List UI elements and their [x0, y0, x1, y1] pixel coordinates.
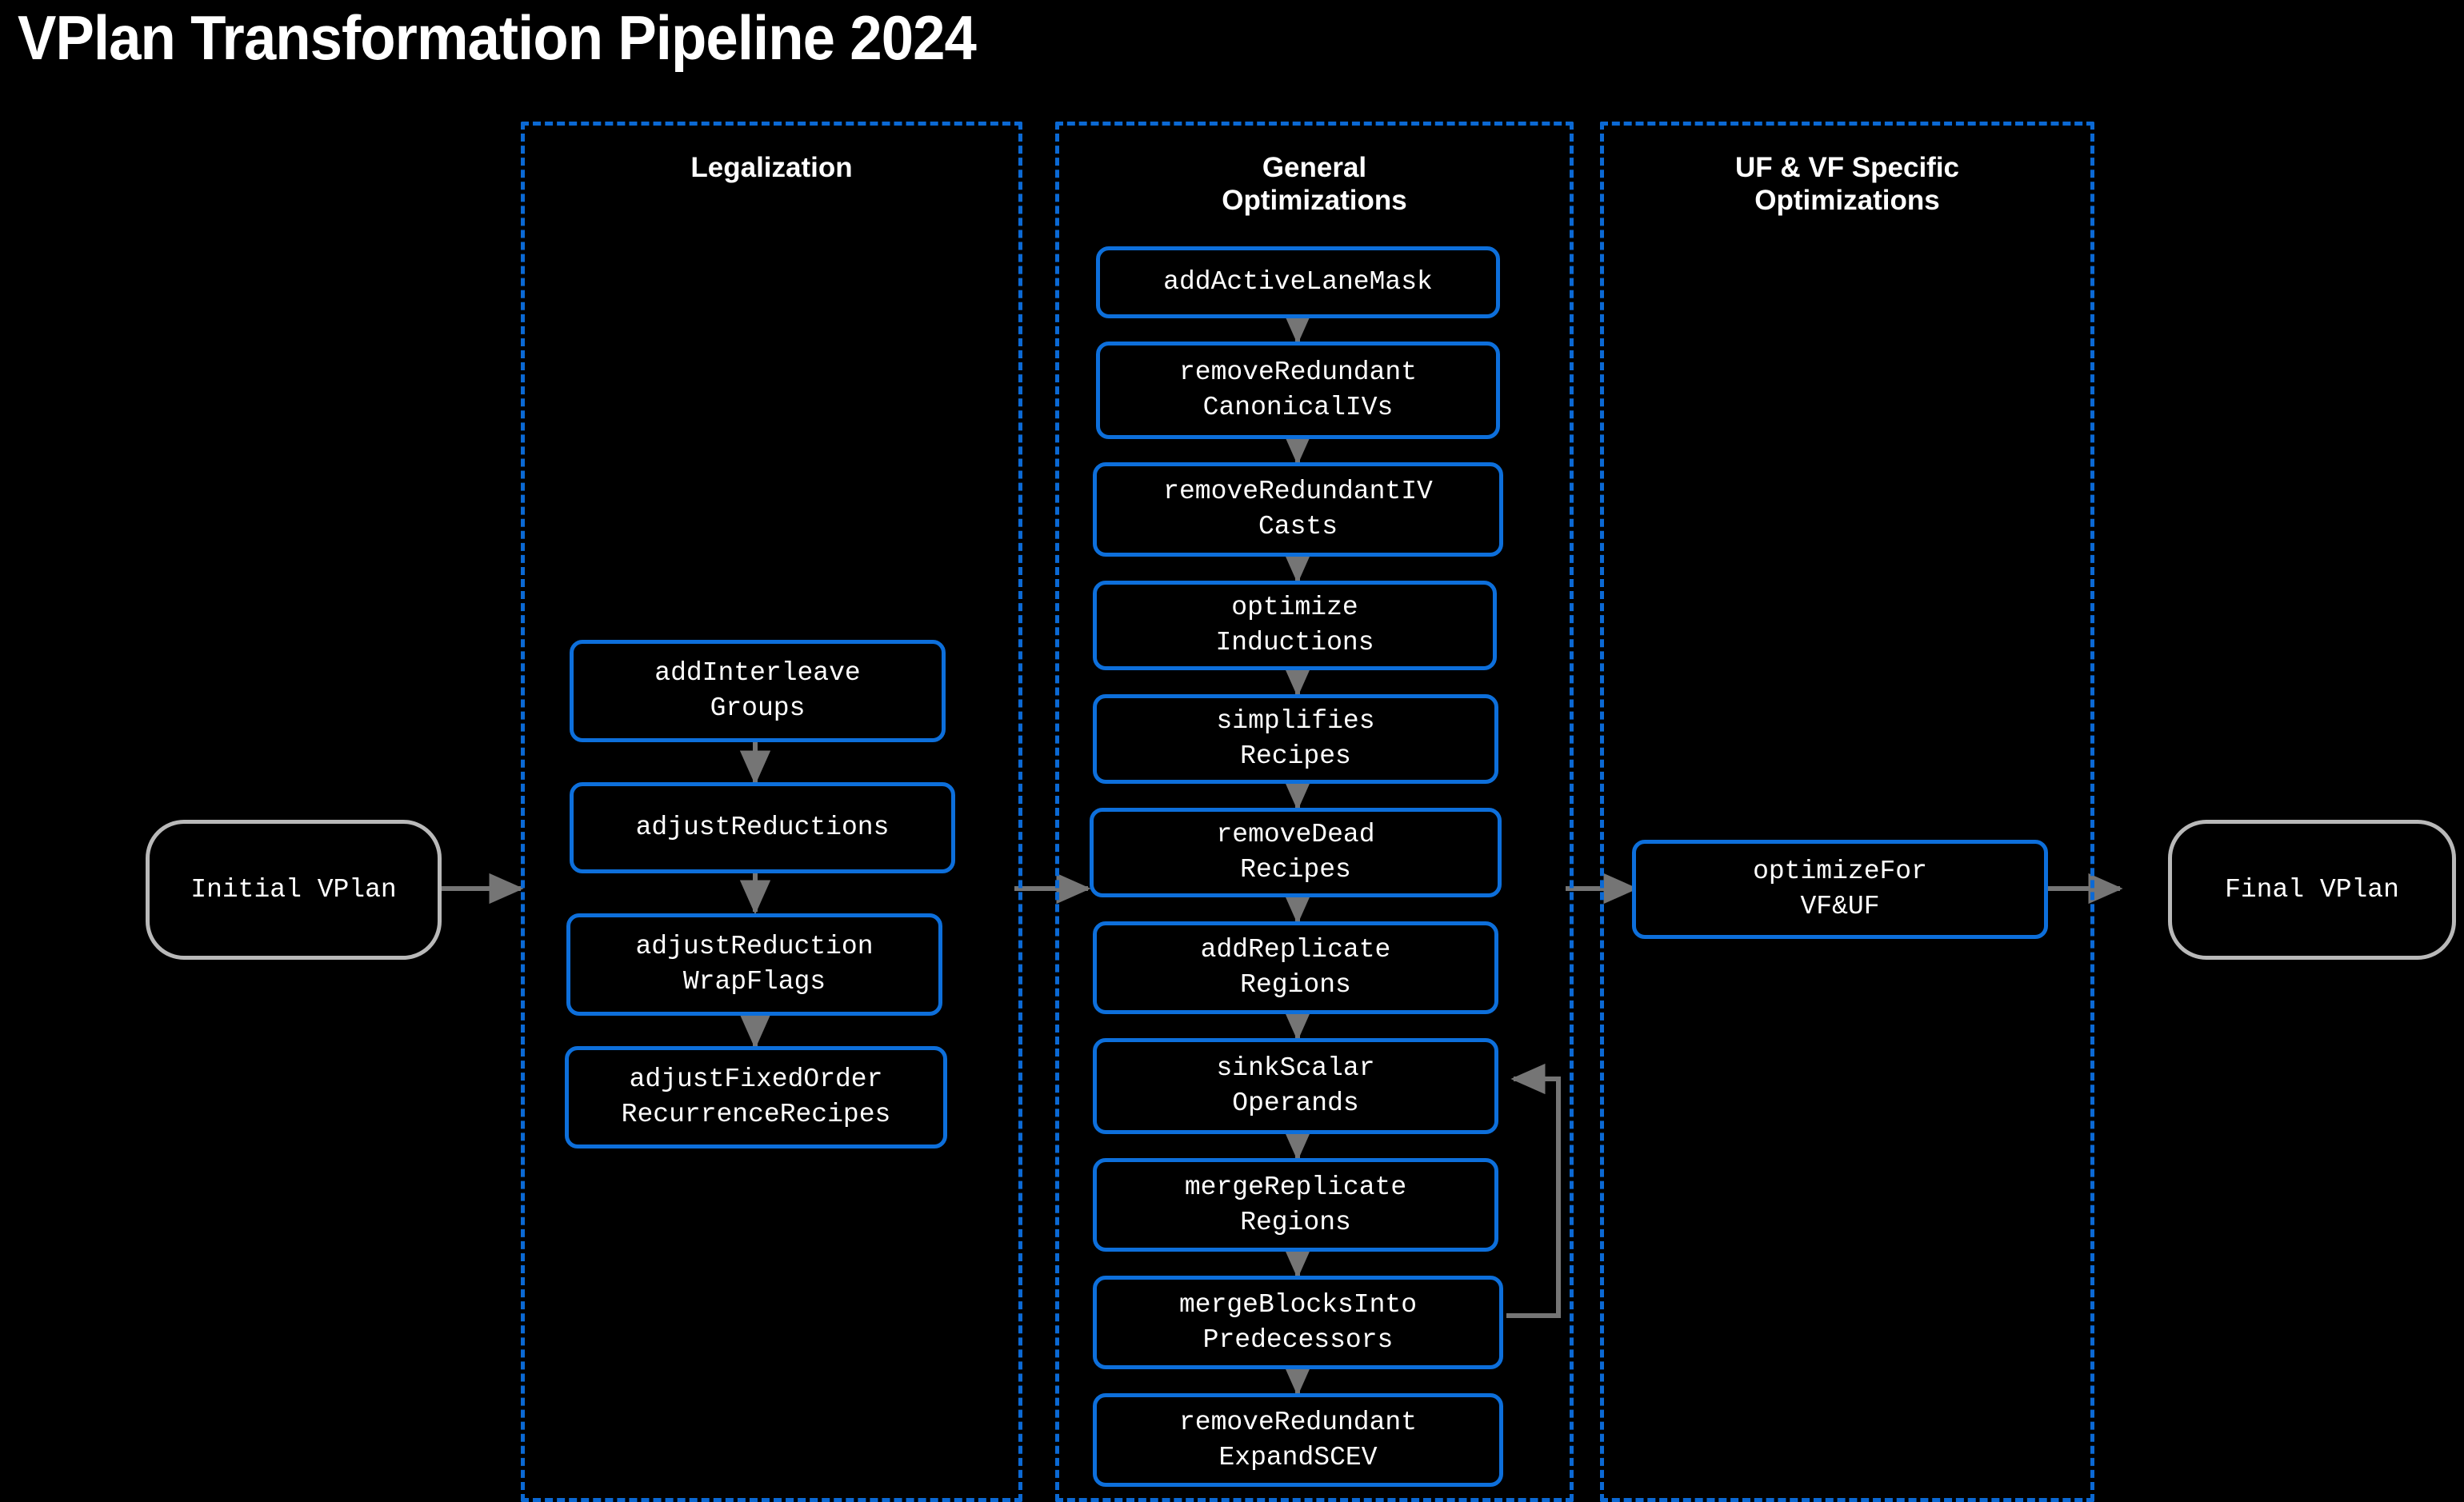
node-adjustreductionwrapflags[interactable]: adjustReduction WrapFlags — [566, 913, 942, 1016]
node-mergeblocksintopredecessors[interactable]: mergeBlocksInto Predecessors — [1093, 1276, 1503, 1369]
node-removeredundantivcasts[interactable]: removeRedundantIV Casts — [1093, 462, 1503, 557]
subgraph-uf-vf-specific-optimizations-title: UF & VF Specific Optimizations — [1734, 152, 1960, 217]
node-addinterleavegroups[interactable]: addInterleave Groups — [570, 640, 946, 742]
node-simplifiesrecipes[interactable]: simplifies Recipes — [1093, 694, 1498, 784]
node-final-vplan[interactable]: Final VPlan — [2168, 820, 2456, 960]
node-adjustfixedorderrecurrencerecipes[interactable]: adjustFixedOrder RecurrenceRecipes — [565, 1046, 947, 1148]
node-adjustreductions[interactable]: adjustReductions — [570, 782, 955, 873]
node-optimizeinductions[interactable]: optimize Inductions — [1093, 581, 1497, 670]
node-addactivelanemask[interactable]: addActiveLaneMask — [1096, 246, 1500, 318]
node-initial-vplan[interactable]: Initial VPlan — [146, 820, 442, 960]
node-addreplicateregions[interactable]: addReplicate Regions — [1093, 921, 1498, 1014]
node-mergereplicateregions[interactable]: mergeReplicate Regions — [1093, 1158, 1498, 1252]
subgraph-general-optimizations-title: General Optimizations — [1222, 152, 1407, 217]
page-title: VPlan Transformation Pipeline 2024 — [18, 2, 977, 73]
node-removedeadrecipes[interactable]: removeDead Recipes — [1090, 808, 1502, 897]
subgraph-legalization-title: Legalization — [690, 152, 853, 183]
node-optimizeforvfuf[interactable]: optimizeFor VF&UF — [1632, 840, 2048, 939]
node-removeredundantexpandscev[interactable]: removeRedundant ExpandSCEV — [1093, 1393, 1503, 1487]
node-removeredundantcanonicalivs[interactable]: removeRedundant CanonicalIVs — [1096, 342, 1500, 439]
subgraph-uf-vf-specific-optimizations: UF & VF Specific Optimizations — [1600, 122, 2094, 1502]
node-sinkscalaroperands[interactable]: sinkScalar Operands — [1093, 1038, 1498, 1134]
